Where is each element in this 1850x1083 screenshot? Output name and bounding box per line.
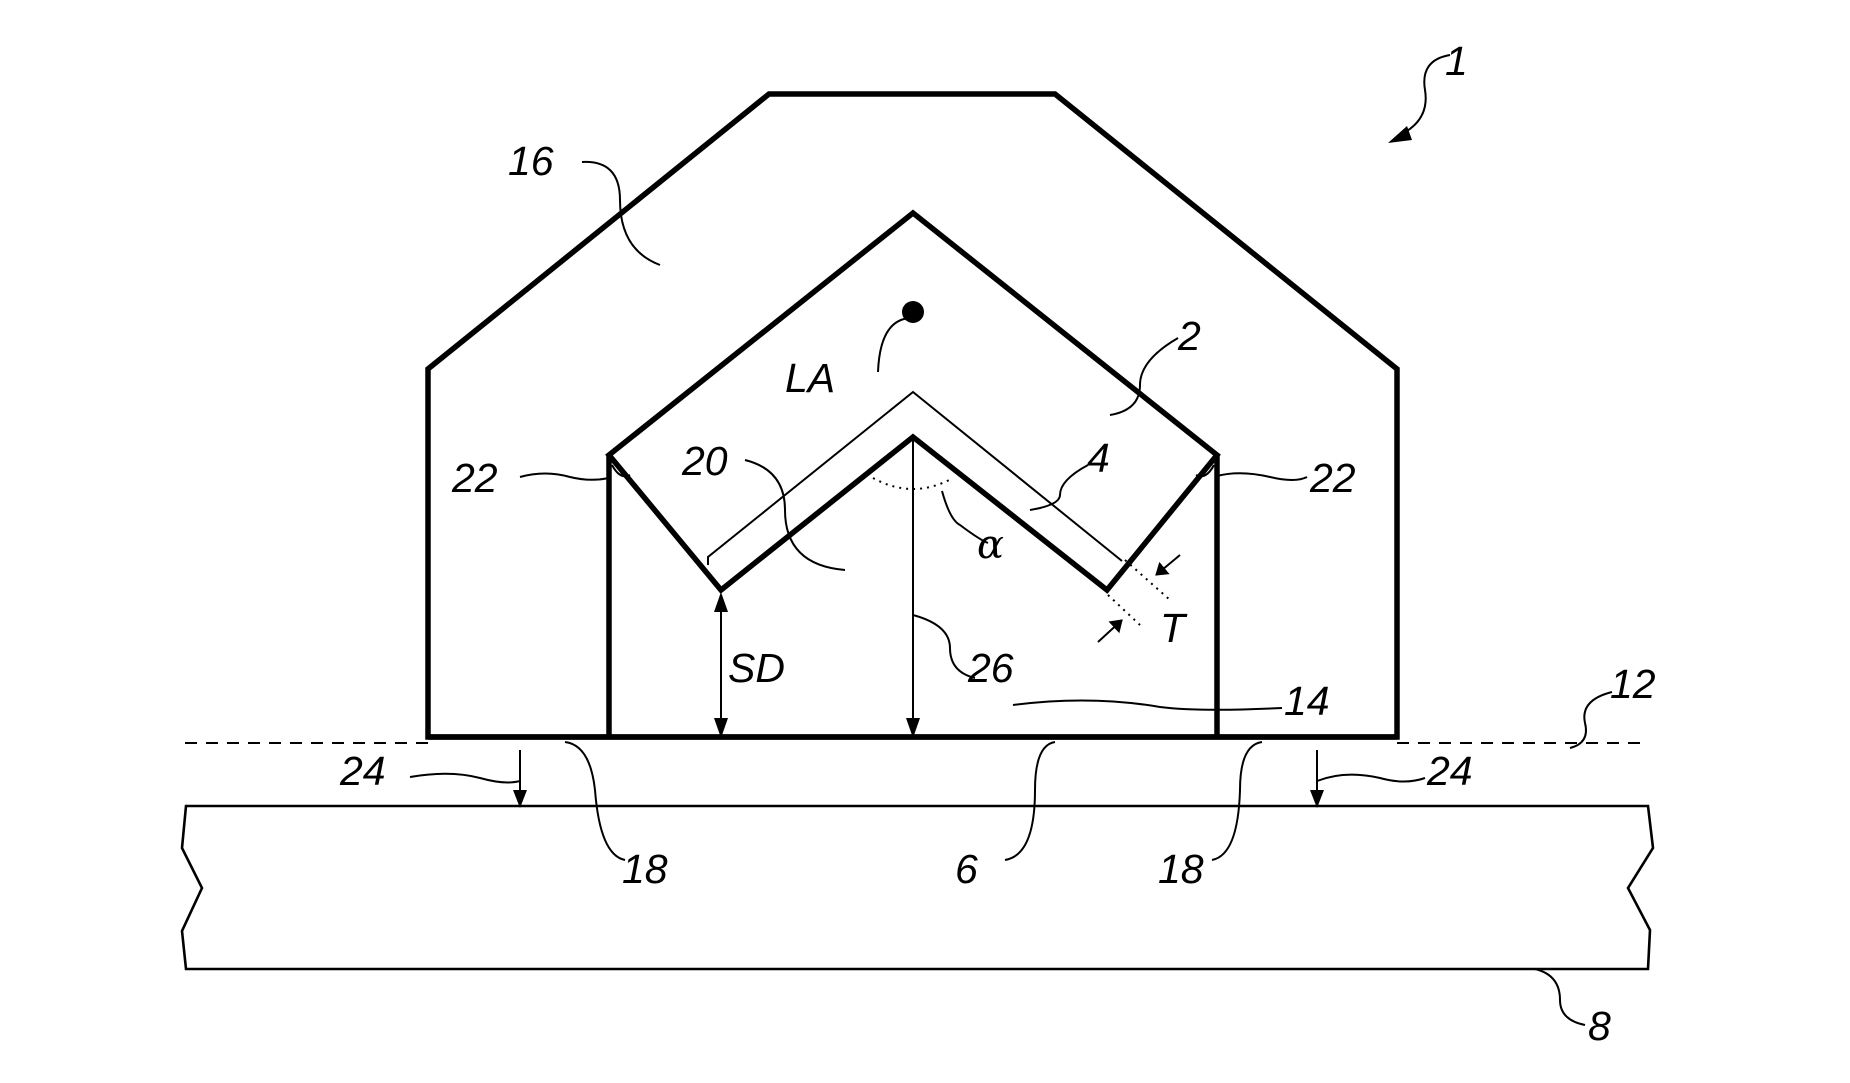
label-2: 2 <box>1177 313 1201 359</box>
label-4: 4 <box>1087 435 1110 481</box>
label-18-left: 18 <box>622 846 668 892</box>
label-18-right: 18 <box>1158 846 1204 892</box>
layer-inner-line <box>708 392 1122 565</box>
leader-22-right <box>1217 473 1307 480</box>
leader-18-right <box>1212 742 1262 860</box>
leader-4 <box>1030 465 1088 510</box>
label-la: LA <box>785 355 835 401</box>
leader-la <box>878 318 910 372</box>
label-22-left: 22 <box>451 455 498 501</box>
thickness-arrow-upper <box>1156 555 1180 575</box>
label-22-right: 22 <box>1309 455 1356 501</box>
ref-arrowhead-1 <box>1388 126 1412 143</box>
label-1: 1 <box>1445 38 1468 84</box>
sd-arrowhead-top <box>714 592 728 612</box>
leader-12 <box>1570 692 1612 748</box>
leader-6 <box>1005 742 1055 860</box>
ref-arrow-1 <box>1400 55 1450 135</box>
label-sd: SD <box>728 645 785 691</box>
label-6: 6 <box>955 846 978 892</box>
leader-16 <box>582 162 660 265</box>
label-t: T <box>1160 605 1188 651</box>
leader-24-left <box>410 774 520 783</box>
label-20: 20 <box>681 438 728 484</box>
label-alpha: α <box>977 522 1004 568</box>
label-26: 26 <box>967 645 1014 691</box>
leader-24-right <box>1317 775 1425 782</box>
thickness-dash-line <box>1125 560 1170 600</box>
leader-14 <box>1013 700 1282 709</box>
axis-dot <box>902 301 924 323</box>
leader-18-left <box>565 742 625 860</box>
thickness-dash-line-2 <box>1108 595 1140 625</box>
label-12: 12 <box>1610 661 1656 707</box>
label-14: 14 <box>1284 678 1330 724</box>
leader-8 <box>1535 969 1585 1025</box>
leader-22-left <box>520 474 609 480</box>
label-16: 16 <box>508 138 554 184</box>
label-24-left: 24 <box>339 748 386 794</box>
label-8: 8 <box>1588 1003 1611 1049</box>
substrate-outline <box>182 806 1653 969</box>
label-24-right: 24 <box>1426 748 1473 794</box>
leader-26 <box>913 615 975 678</box>
thickness-arrow-lower <box>1098 620 1122 642</box>
